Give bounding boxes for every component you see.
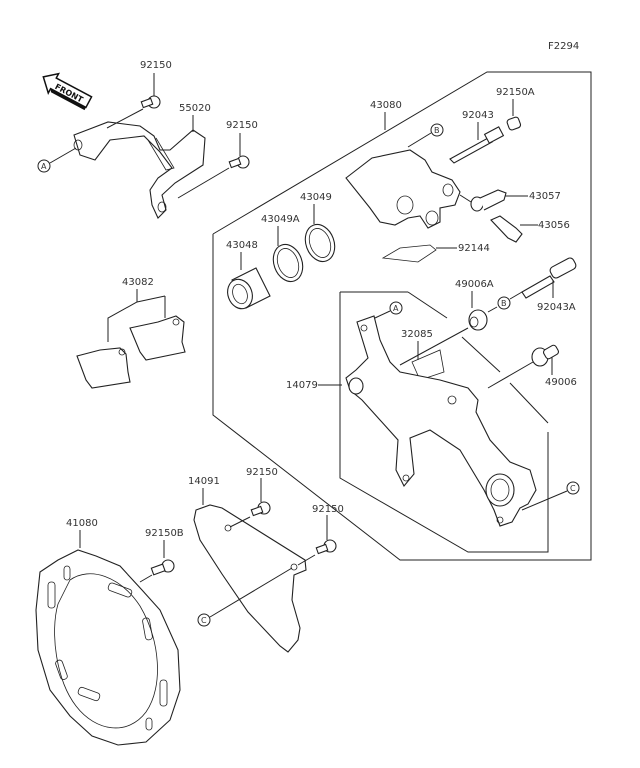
bolt-92150-a bbox=[140, 95, 161, 109]
boot-49006a-part bbox=[468, 309, 488, 331]
callout-92150b: 92150B bbox=[145, 528, 184, 539]
callout-49006: 49006 bbox=[545, 377, 577, 388]
pin-92043-part bbox=[449, 126, 505, 164]
assembly-frame-inner bbox=[339, 292, 549, 553]
piston-43048-part bbox=[227, 267, 271, 310]
callout-43049a: 43049A bbox=[261, 214, 300, 225]
callout-92150: 92150 bbox=[312, 504, 344, 515]
ref-c1-label: C bbox=[570, 484, 576, 493]
pad-spring-32085-part bbox=[411, 349, 445, 381]
callout-14091: 14091 bbox=[188, 476, 220, 487]
bleeder-43056-part bbox=[490, 215, 523, 243]
callout-92150: 92150 bbox=[226, 120, 258, 131]
pin-92043a-part bbox=[521, 257, 577, 299]
ref-b-label: B bbox=[434, 126, 440, 135]
caliper-holder-14079-part bbox=[345, 315, 537, 527]
callout-43048: 43048 bbox=[226, 240, 258, 251]
ref-circle-a2 bbox=[389, 301, 403, 315]
callout-43080: 43080 bbox=[370, 100, 402, 111]
bolt-92150-c bbox=[250, 501, 271, 517]
bolt-92150b-part bbox=[150, 559, 175, 576]
diagram-code: F2294 bbox=[548, 41, 579, 52]
banjo-43057-part bbox=[470, 189, 507, 212]
callout-41080: 41080 bbox=[66, 518, 98, 529]
callout-43056: 43056 bbox=[538, 220, 570, 231]
callout-92043a: 92043A bbox=[537, 302, 576, 313]
ref-a2-label: A bbox=[393, 304, 399, 313]
brake-disc-41080-part bbox=[35, 549, 181, 746]
callout-43082: 43082 bbox=[122, 277, 154, 288]
bolt-92150-d bbox=[315, 539, 337, 555]
callout-49006a: 49006A bbox=[455, 279, 494, 290]
assembly-frame-outer bbox=[212, 71, 592, 561]
front-arrow-icon: FRONT bbox=[42, 72, 93, 111]
ref-circle-b2 bbox=[497, 296, 511, 310]
callout-43049: 43049 bbox=[300, 192, 332, 203]
callout-55020: 55020 bbox=[179, 103, 211, 114]
brake-pads-part bbox=[76, 315, 186, 389]
callout-92150a: 92150A bbox=[496, 87, 535, 98]
callout-32085: 32085 bbox=[401, 329, 433, 340]
bracket-part bbox=[73, 121, 206, 219]
seal-43049-part bbox=[304, 223, 336, 263]
ref-circle-c1 bbox=[566, 481, 580, 495]
ref-circle-b bbox=[430, 123, 444, 137]
seal-43049a-part bbox=[272, 243, 304, 283]
boot-49006-part bbox=[531, 344, 560, 367]
callout-92150: 92150 bbox=[140, 60, 172, 71]
bolt-92150-b bbox=[228, 155, 250, 169]
ref-a-label: A bbox=[41, 162, 47, 171]
ref-circle-c2 bbox=[197, 613, 211, 627]
callout-92144: 92144 bbox=[458, 243, 490, 254]
callout-43057: 43057 bbox=[529, 191, 561, 202]
callout-14079: 14079 bbox=[286, 380, 318, 391]
callout-92150: 92150 bbox=[246, 467, 278, 478]
ref-b2-label: B bbox=[501, 299, 507, 308]
ref-circle-a bbox=[37, 159, 51, 173]
callout-92043: 92043 bbox=[462, 110, 494, 121]
spring-92144-part bbox=[381, 244, 437, 263]
disc-guard-14091-part bbox=[193, 504, 307, 653]
cap-92150a-part bbox=[506, 116, 522, 131]
caliper-body-part bbox=[345, 149, 461, 229]
ref-c2-label: C bbox=[201, 616, 207, 625]
